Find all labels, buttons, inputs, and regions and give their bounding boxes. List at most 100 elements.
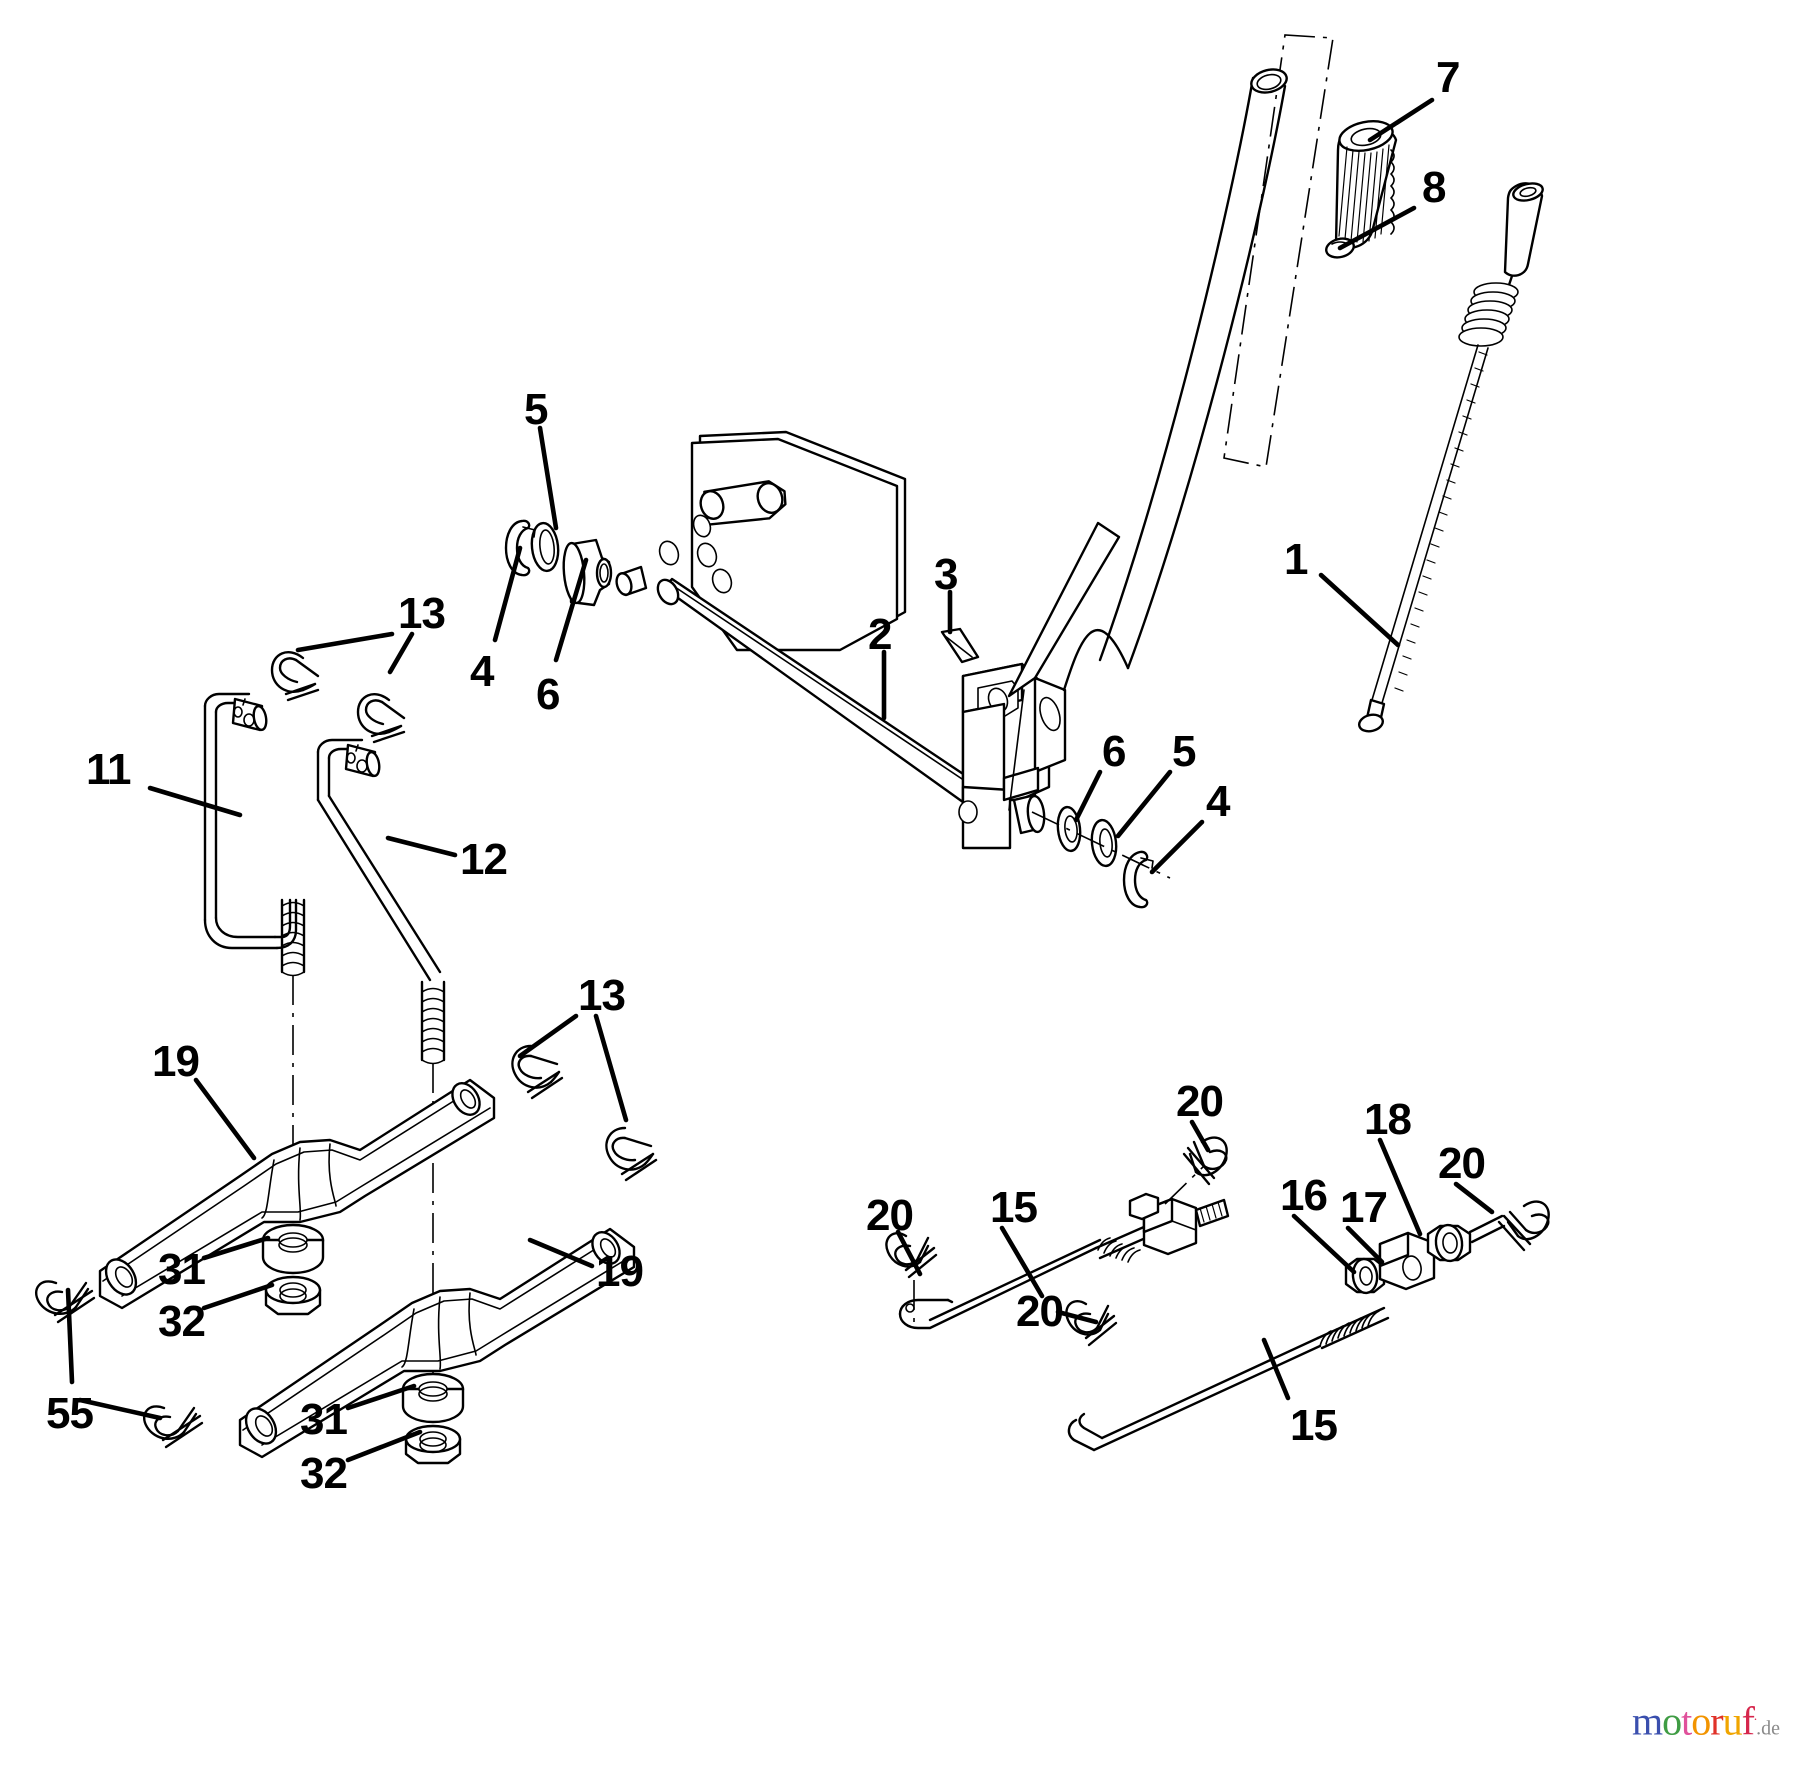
leader-line-8 [1337, 205, 1417, 251]
leader-line-55 [65, 1287, 75, 1385]
leader-line-15 [1261, 1337, 1291, 1401]
callout-55-c55: 55 [46, 1389, 94, 1438]
callout-12-c12: 12 [460, 835, 508, 884]
leader-line-20 [1453, 1181, 1495, 1215]
leader-lines [65, 97, 1495, 1463]
leader-line-13 [387, 631, 415, 675]
hardware-left-group [504, 519, 648, 607]
leader-line-4 [492, 545, 523, 643]
klik-pin-20d [1065, 1299, 1118, 1347]
callout-4-c4a: 4 [470, 647, 495, 696]
wm-letter-o1: o [1662, 1698, 1682, 1744]
klik-pin-20c [1497, 1200, 1550, 1252]
leader-line-19 [527, 1237, 595, 1269]
suspension-rod-15a [898, 1164, 1230, 1330]
lift-rod-part11 [203, 692, 306, 1260]
callout-20-c20a: 20 [866, 1191, 914, 1240]
wm-letter-o2: o [1691, 1698, 1711, 1744]
callout-3-c3: 3 [934, 550, 959, 599]
bracket-plate-group [658, 430, 907, 652]
wm-letter-t: t [1681, 1698, 1692, 1744]
leader-line-17 [1345, 1225, 1385, 1265]
callout-17-c17: 17 [1340, 1183, 1388, 1232]
leader-line-31 [201, 1235, 271, 1261]
lever-grip-part7 [1334, 119, 1398, 250]
leader-line-32 [345, 1429, 423, 1463]
nut-32b [404, 1424, 462, 1465]
callout-5-c5a: 5 [524, 385, 549, 434]
leader-line-13 [593, 1013, 629, 1123]
leader-line-16 [1291, 1213, 1357, 1275]
hairpin-clip-13b [356, 693, 406, 744]
callout-20-c20b: 20 [1176, 1077, 1224, 1126]
leader-line-19 [193, 1077, 257, 1161]
callout-20-c20c: 20 [1438, 1139, 1486, 1188]
roll-pin-part3 [940, 627, 980, 664]
callout-8-c8: 8 [1422, 163, 1447, 212]
lift-arm-19b [238, 1227, 636, 1459]
leader-line-13 [295, 631, 395, 653]
wm-letter-r: r [1710, 1698, 1723, 1744]
callout-6-c6b: 6 [1102, 727, 1127, 776]
leader-line-20 [1189, 1119, 1211, 1153]
callout-19-c19a: 19 [152, 1037, 200, 1086]
leader-line-20 [895, 1229, 923, 1277]
klik-pin-20a [885, 1231, 938, 1322]
lever-pivot-bracket [958, 521, 1130, 850]
spacer-31a [261, 1223, 325, 1275]
callout-20-c20d: 20 [1016, 1287, 1064, 1336]
leader-line-12 [385, 835, 458, 858]
klik-pin-55b [142, 1405, 204, 1449]
callout-13-c13b: 13 [578, 971, 626, 1020]
callout-19-c19b: 19 [596, 1247, 644, 1296]
callout-5-c5b: 5 [1172, 727, 1197, 776]
leader-line-1 [1318, 572, 1401, 648]
callout-15-c15b: 15 [1290, 1401, 1338, 1450]
leader-line-31 [345, 1383, 417, 1411]
leader-line-55 [77, 1397, 163, 1421]
wm-suffix: .de [1756, 1717, 1781, 1740]
callout-7-c7: 7 [1436, 53, 1461, 102]
lift-rod-part12 [316, 738, 446, 1415]
callout-4-c4b: 4 [1206, 777, 1231, 826]
spacer-31b [401, 1372, 465, 1424]
klik-pin-55a [34, 1280, 96, 1324]
leader-line-15 [999, 1225, 1045, 1299]
callout-32-c32a: 32 [158, 1297, 206, 1346]
leader-line-6 [553, 557, 589, 663]
hairpin-clip-13a [270, 651, 320, 702]
lift-arm-19a [98, 1078, 496, 1310]
leader-line-18 [1377, 1137, 1423, 1237]
leader-line-11 [147, 785, 243, 818]
leader-line-4 [1149, 819, 1205, 875]
leader-line-5 [1115, 769, 1173, 839]
lever-handle-group [1098, 34, 1334, 670]
callout-32-c32b: 32 [300, 1449, 348, 1498]
callout-31-c31b: 31 [300, 1395, 348, 1444]
hardware-right-group [1012, 793, 1171, 909]
hairpin-clip-13c [511, 1044, 564, 1100]
callout-6-c6a: 6 [536, 670, 561, 719]
wm-letter-m: m [1632, 1698, 1663, 1744]
callout-16-c16: 16 [1280, 1171, 1328, 1220]
motoruf-watermark: motoruf..de [1632, 1694, 1782, 1743]
callout-11-c11: 11 [86, 745, 132, 794]
callout-2-c2: 2 [868, 610, 893, 659]
leader-line-7 [1367, 97, 1435, 143]
callout-18-c18: 18 [1364, 1095, 1412, 1144]
suspension-rod-15b [1067, 1214, 1506, 1452]
leader-line-5 [537, 425, 559, 531]
hairpin-clip-13d [605, 1126, 658, 1182]
control-cable-part1 [1357, 182, 1544, 733]
leader-line-32 [201, 1282, 275, 1311]
wm-dot: . [1753, 1708, 1757, 1723]
klik-pin-20b [1182, 1136, 1228, 1186]
wm-letter-f: f [1741, 1698, 1755, 1744]
callout-15-c15a: 15 [990, 1183, 1038, 1232]
leader-line-13 [517, 1013, 579, 1059]
callout-1-c1: 1 [1284, 535, 1309, 584]
callout-13-c13a: 13 [398, 589, 446, 638]
leader-line-6 [1073, 769, 1103, 823]
nut-32a [264, 1275, 322, 1316]
